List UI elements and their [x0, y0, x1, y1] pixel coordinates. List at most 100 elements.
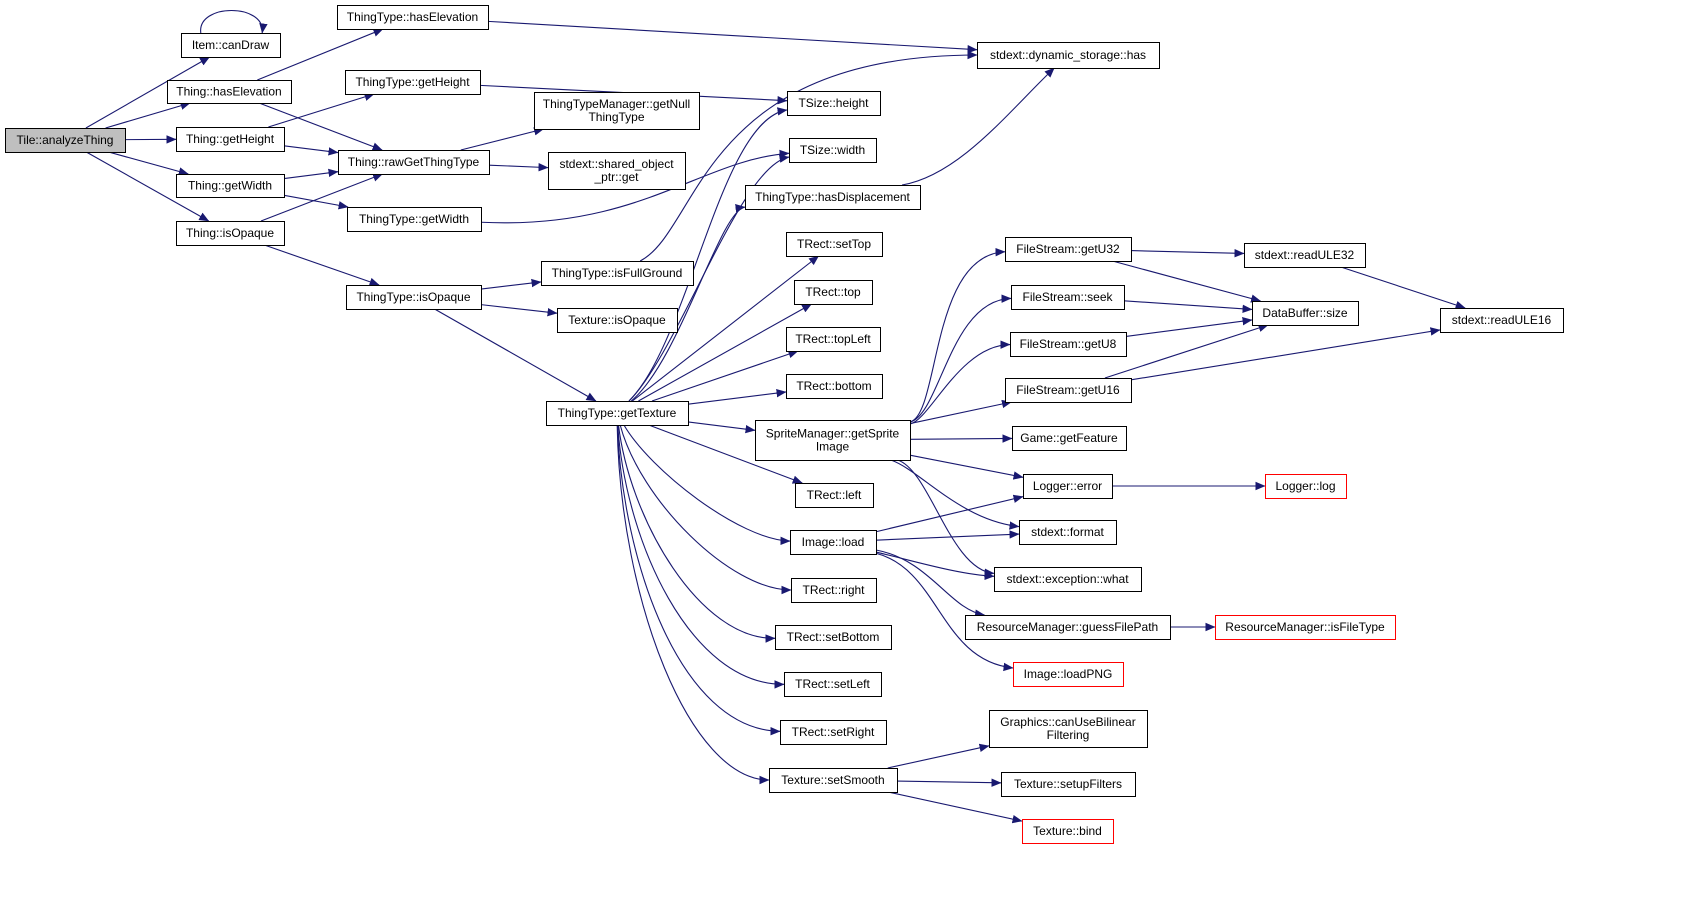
node-trect-right[interactable]: TRect::right — [791, 578, 877, 603]
node-label: Image::loadPNG — [1024, 667, 1113, 681]
node-box — [794, 280, 873, 305]
node-tsize-width[interactable]: TSize::width — [789, 138, 877, 163]
edge-tt_gettexture-to-trect_setleft — [617, 424, 785, 689]
node-box — [337, 5, 489, 30]
edge-image_load-to-image_loadpng — [875, 552, 1014, 672]
node-tile-analyze[interactable]: Tile::analyzeThing — [5, 128, 126, 153]
node-box — [338, 150, 490, 175]
node-trect-setright[interactable]: TRect::setRight — [780, 720, 887, 745]
node-label: Thing::getHeight — [186, 132, 275, 146]
edge-sm_getsprite-to-game_getfeature — [909, 434, 1013, 443]
node-box — [1244, 243, 1366, 268]
node-tt-isfullground[interactable]: ThingType::isFullGround — [541, 261, 694, 286]
edge-thing_haselev-to-thing_rawget — [258, 102, 383, 151]
node-box — [1215, 615, 1396, 640]
edge-tt_gettexture-to-image_load — [623, 424, 791, 546]
node-label: TRect::bottom — [796, 379, 871, 393]
node-box — [1005, 237, 1132, 262]
node-label: stdext::dynamic_storage::has — [990, 48, 1146, 62]
edge-tt_haselev-to-ds_has — [487, 20, 978, 54]
node-fs-seek[interactable]: FileStream::seek — [1011, 285, 1125, 310]
node-rm-guess[interactable]: ResourceManager::guessFilePath — [965, 615, 1171, 640]
edge-tt_gettexture-to-tex_setsmooth — [616, 424, 770, 785]
node-tt-hasdisp[interactable]: ThingType::hasDisplacement — [745, 185, 921, 210]
node-box — [548, 152, 686, 190]
edge-tt_isopaque-to-tex_isopaque — [480, 304, 558, 317]
node-tt-getheight[interactable]: ThingType::getHeight — [345, 70, 481, 95]
node-fs-getu8[interactable]: FileStream::getU8 — [1010, 332, 1127, 357]
node-box — [557, 308, 678, 333]
node-trect-left[interactable]: TRect::left — [795, 483, 874, 508]
node-tex-setupfilters[interactable]: Texture::setupFilters — [1001, 772, 1136, 797]
node-label: Filtering — [1047, 728, 1090, 742]
node-logger-log[interactable]: Logger::log — [1265, 474, 1347, 499]
node-tex-setsmooth[interactable]: Texture::setSmooth — [769, 768, 898, 793]
node-rm-isfiletype[interactable]: ResourceManager::isFileType — [1215, 615, 1396, 640]
node-ds-has[interactable]: stdext::dynamic_storage::has — [977, 42, 1160, 69]
node-fs-getu32[interactable]: FileStream::getU32 — [1005, 237, 1132, 262]
node-label: stdext::shared_object — [559, 157, 674, 171]
node-exc-what[interactable]: stdext::exception::what — [994, 567, 1142, 592]
node-label: FileStream::getU32 — [1016, 242, 1120, 256]
node-label: FileStream::seek — [1022, 290, 1113, 304]
node-tex-isopaque[interactable]: Texture::isOpaque — [557, 308, 678, 333]
node-databuffer-size[interactable]: DataBuffer::size — [1252, 301, 1359, 326]
node-box — [1011, 285, 1125, 310]
node-tt-getwidth[interactable]: ThingType::getWidth — [347, 207, 482, 232]
node-label: stdext::format — [1031, 525, 1104, 539]
node-image-load[interactable]: Image::load — [790, 530, 877, 555]
edge-thing_getwidth-to-tt_getwidth — [283, 194, 349, 210]
node-box — [786, 374, 883, 399]
node-box — [541, 261, 694, 286]
node-thing-rawget[interactable]: Thing::rawGetThingType — [338, 150, 490, 175]
node-item-candraw[interactable]: Item::canDraw — [181, 33, 281, 58]
node-thing-isopaque[interactable]: Thing::isOpaque — [176, 221, 285, 246]
node-tt-isopaque[interactable]: ThingType::isOpaque — [346, 285, 482, 310]
edge-tt_gettexture-to-tsize_height — [628, 107, 788, 402]
node-thing-getheight[interactable]: Thing::getHeight — [176, 127, 285, 152]
node-box — [786, 327, 881, 352]
node-label: Thing::isOpaque — [186, 226, 274, 240]
edge-tt_gettexture-to-trect_top — [638, 303, 813, 402]
node-trect-settop[interactable]: TRect::setTop — [786, 232, 883, 257]
node-so-ptr-get[interactable]: stdext::shared_object_ptr::get — [548, 152, 686, 190]
node-tsize-height[interactable]: TSize::height — [787, 91, 881, 116]
node-label: stdext::readULE16 — [1452, 313, 1552, 327]
node-label: DataBuffer::size — [1262, 306, 1347, 320]
node-box — [346, 285, 482, 310]
node-label: Texture::isOpaque — [568, 313, 666, 327]
node-tt-haselev[interactable]: ThingType::hasElevation — [337, 5, 489, 30]
node-readule16[interactable]: stdext::readULE16 — [1440, 308, 1564, 333]
node-thing-haselev[interactable]: Thing::hasElevation — [167, 80, 292, 104]
node-image-loadpng[interactable]: Image::loadPNG — [1013, 662, 1124, 687]
node-game-getfeature[interactable]: Game::getFeature — [1012, 426, 1127, 451]
node-label: Game::getFeature — [1020, 431, 1118, 445]
node-box — [787, 91, 881, 116]
node-tt-gettexture[interactable]: ThingType::getTexture — [546, 401, 689, 426]
node-thing-getwidth[interactable]: Thing::getWidth — [176, 174, 285, 198]
node-box — [345, 70, 481, 95]
node-trect-topleft[interactable]: TRect::topLeft — [786, 327, 881, 352]
node-trect-setbottom[interactable]: TRect::setBottom — [775, 625, 892, 650]
node-label: TRect::topLeft — [795, 332, 871, 346]
edge-thing_isopaque-to-thing_rawget — [260, 173, 383, 222]
node-logger-error[interactable]: Logger::error — [1023, 474, 1113, 499]
node-fs-getu16[interactable]: FileStream::getU16 — [1005, 378, 1132, 403]
edge-sm_getsprite-to-stdext_format — [890, 459, 1020, 530]
node-label: Thing::rawGetThingType — [348, 155, 480, 169]
node-readule32[interactable]: stdext::readULE32 — [1244, 243, 1366, 268]
node-box — [989, 710, 1148, 748]
node-label: TRect::setTop — [797, 237, 871, 251]
node-trect-bottom[interactable]: TRect::bottom — [786, 374, 883, 399]
node-trect-top[interactable]: TRect::top — [794, 280, 873, 305]
edge-sm_getsprite-to-logger_error — [909, 454, 1024, 480]
edge-thing_rawget-to-ttm_getnull — [460, 127, 545, 151]
node-stdext-format[interactable]: stdext::format — [1019, 520, 1117, 545]
node-tex-bind[interactable]: Texture::bind — [1022, 819, 1114, 844]
edge-thing_rawget-to-so_ptr_get — [488, 163, 549, 172]
node-trect-setleft[interactable]: TRect::setLeft — [784, 672, 882, 697]
node-label: ThingType — [588, 110, 644, 124]
